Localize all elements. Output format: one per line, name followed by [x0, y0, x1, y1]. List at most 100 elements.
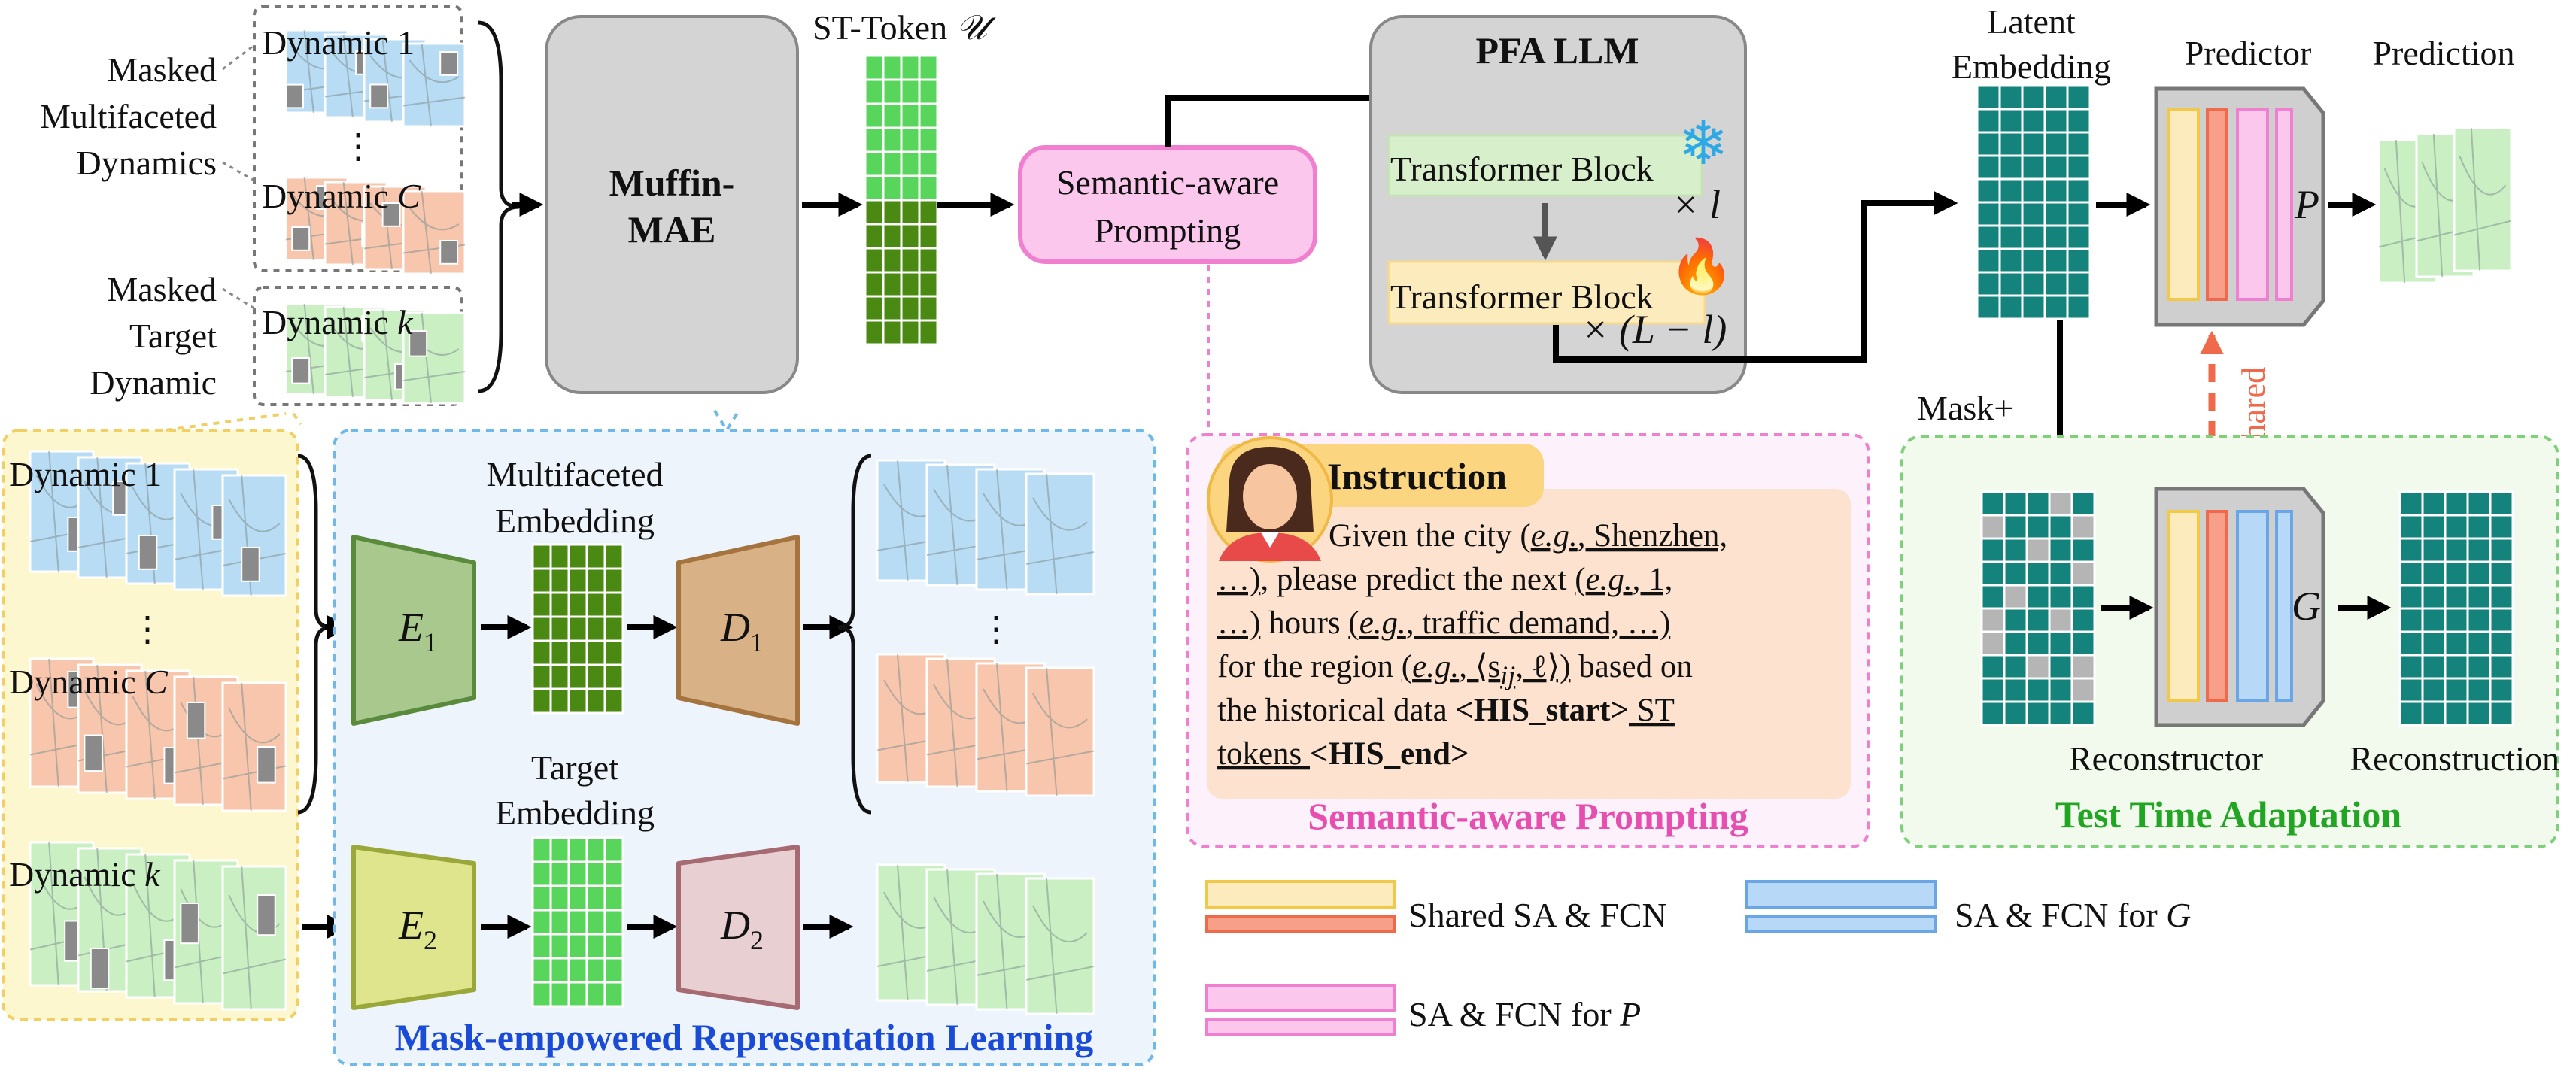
multifaceted-embedding-cell	[585, 639, 606, 666]
dynamic-k-label: Dynamic k	[9, 855, 161, 894]
recon-cell	[2444, 537, 2469, 563]
multifaceted-embedding-cell	[531, 687, 552, 715]
target-embedding-cell	[603, 909, 624, 936]
recon-cell	[2489, 630, 2514, 657]
tta-title: Test Time Adaptation	[2055, 793, 2401, 836]
recon-cell	[2398, 584, 2424, 610]
latent-cell	[2021, 154, 2046, 181]
multifaceted-embedding-cell	[549, 687, 570, 715]
tuned-multiplier: × (L − l)	[1581, 307, 1727, 352]
instruction-heading: Instruction	[1327, 455, 1507, 497]
latent-cell	[2043, 131, 2069, 157]
st-token-cell	[900, 319, 921, 346]
masked-dynamic-1-mask	[439, 51, 459, 76]
recon-ellipsis: ⋮	[979, 610, 1013, 648]
recon-cell	[2398, 514, 2424, 540]
multifaceted-embedding-cell	[567, 687, 588, 715]
masked-latent-cell	[2003, 677, 2028, 703]
reconstructed-tiles	[876, 459, 1095, 1015]
predictor-label: Predictor	[2185, 34, 2312, 72]
encoder-e1	[351, 535, 476, 726]
transformer-block-frozen-label: Transformer Block	[1390, 150, 1654, 188]
recon-cell	[2489, 700, 2514, 727]
st-token-cell	[864, 126, 885, 153]
target-embedding-cell	[603, 981, 624, 1008]
recon-cell	[2466, 584, 2492, 610]
recon-cell	[2398, 560, 2424, 587]
decoder-d1	[676, 535, 800, 726]
st-token-cell	[918, 199, 939, 226]
st-token-cell	[900, 102, 921, 129]
recon-dynamic-c-tile	[1025, 666, 1095, 797]
multifaceted-embedding-cell	[531, 567, 552, 594]
multifaceted-embedding-cell	[585, 591, 606, 618]
masked-target-label-2: Target	[129, 317, 217, 355]
masked-latent-cell	[2003, 607, 2028, 633]
reconstructor-shared-layer-b	[2206, 510, 2228, 702]
latent-cell	[2043, 154, 2069, 181]
masked-latent-cell	[2070, 677, 2096, 703]
multifaceted-embedding-cell	[531, 639, 552, 666]
masked-latent-cell	[2070, 537, 2096, 563]
latent-cell	[2066, 177, 2091, 204]
multifaceted-embedding-cell	[567, 615, 588, 642]
latent-cell	[1976, 247, 2001, 274]
dynamic-k-mask	[180, 903, 199, 945]
st-token-cell	[882, 247, 903, 274]
recon-cell	[2444, 700, 2469, 727]
latent-cell	[1998, 224, 2024, 250]
st-token-cell	[882, 223, 903, 250]
multifaceted-embedding-cell	[585, 663, 606, 690]
masked-dynamic-c-mask	[439, 240, 459, 265]
encoder-e1-label: E1	[398, 605, 437, 657]
latent-cell	[1976, 154, 2001, 181]
latent-cell	[2043, 247, 2069, 274]
prediction-label: Prediction	[2372, 34, 2514, 72]
st-token-cell	[918, 271, 939, 298]
muffin-mae-line2: MAE	[628, 208, 716, 250]
reconstructor-g-layer-a	[2236, 510, 2269, 702]
target-embedding-cell	[603, 957, 624, 984]
recon-cell	[2398, 630, 2424, 657]
masked-latent-cell	[2025, 607, 2051, 633]
masked-latent-cell	[2070, 490, 2096, 517]
st-token-cell	[918, 126, 939, 153]
masked-latent-cell	[1980, 654, 2006, 680]
legend: Shared SA & FCN SA & FCN for G SA & FCN …	[1205, 880, 2191, 1036]
masked-dynamic-k-mask	[291, 357, 311, 384]
recon-cell	[2398, 607, 2424, 633]
latent-cell	[2066, 108, 2091, 134]
target-embedding-cell	[567, 884, 588, 912]
multifaceted-embedding-cell	[567, 543, 588, 570]
latent-cell	[1976, 177, 2001, 204]
st-token-cell	[918, 54, 939, 81]
masked-multifaceted-label-3: Dynamics	[76, 144, 217, 182]
masked-latent-cell	[2003, 700, 2028, 727]
decoder-d2-label: D2	[720, 903, 764, 955]
multifaceted-embedding-cell	[531, 663, 552, 690]
recon-cell	[2444, 630, 2469, 657]
recon-cell	[2421, 700, 2447, 727]
st-token-cell	[900, 54, 921, 81]
masked-latent-cell	[2070, 630, 2096, 657]
latent-cell	[2043, 201, 2069, 227]
multifaceted-embedding-label-1: Multifaceted	[486, 455, 663, 493]
recon-cell	[2466, 560, 2492, 587]
recon-cell	[2421, 584, 2447, 610]
recon-cell	[2398, 654, 2424, 680]
latent-cell	[2066, 294, 2091, 320]
st-token-cell	[882, 78, 903, 105]
dynamic-c-mask	[186, 702, 206, 739]
recon-cell	[2421, 654, 2447, 680]
recon-cell	[2398, 490, 2424, 517]
dynamic-c-tile	[221, 681, 287, 812]
target-embedding-cell	[585, 860, 606, 887]
masked-latent-cell	[2003, 537, 2028, 563]
multifaceted-embedding-cell	[603, 567, 624, 594]
masked-latent-cell	[2003, 490, 2028, 517]
masked-dynamic-1-mask	[369, 83, 389, 109]
target-embedding-cell	[603, 884, 624, 912]
recon-cell	[2489, 677, 2514, 703]
latent-cell	[2043, 224, 2069, 250]
multifaceted-embedding-cell	[585, 687, 606, 715]
